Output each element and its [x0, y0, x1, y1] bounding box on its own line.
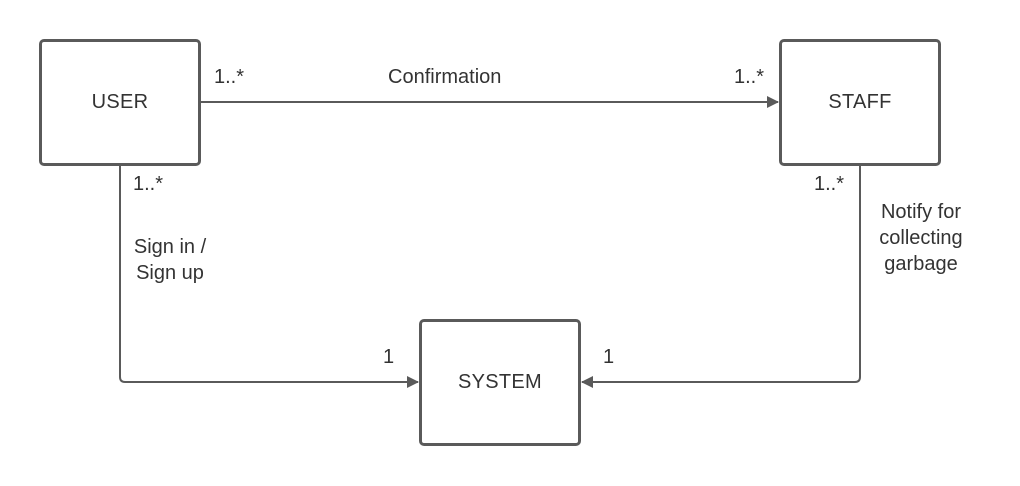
user-confirmation-multiplicity: 1..* [214, 66, 245, 88]
staff-confirmation-multiplicity: 1..* [734, 66, 765, 88]
signin-arrow [119, 166, 419, 388]
notify-label: Notify for collecting garbage [866, 199, 976, 277]
notify-arrow [581, 166, 861, 388]
system-entity-label: SYSTEM [457, 371, 543, 393]
user-signin-multiplicity: 1..* [133, 173, 164, 195]
user-entity[interactable]: USER [39, 39, 201, 166]
staff-notify-multiplicity: 1..* [814, 173, 845, 195]
signin-label-line-2: Sign up [136, 262, 204, 284]
notify-label-line-3: garbage [884, 253, 958, 275]
confirmation-label: Confirmation [388, 66, 502, 88]
signin-label: Sign in / Sign up [120, 234, 220, 286]
notify-label-line-2: collecting [879, 227, 963, 249]
staff-entity-label: STAFF [828, 91, 892, 113]
signin-label-line-1: Sign in / [133, 236, 207, 258]
user-entity-label: USER [91, 91, 149, 113]
system-entity[interactable]: SYSTEM [419, 319, 581, 446]
staff-entity[interactable]: STAFF [779, 39, 941, 166]
system-notify-multiplicity: 1 [603, 346, 615, 368]
system-signin-multiplicity: 1 [383, 346, 395, 368]
notify-label-line-1: Notify for [880, 201, 962, 223]
